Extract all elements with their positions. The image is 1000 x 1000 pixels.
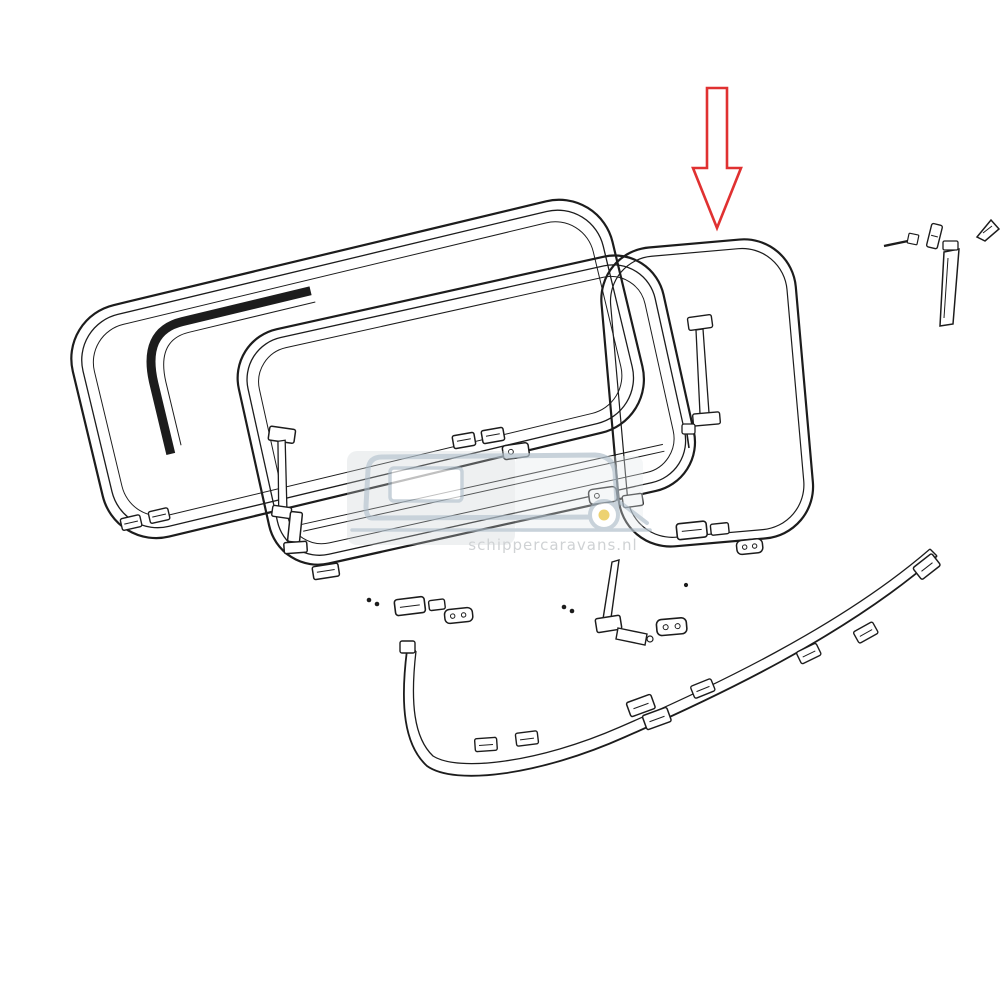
watermark: schippercaravans.nl <box>347 451 652 554</box>
watermark-text: schippercaravans.nl <box>468 536 637 554</box>
watermark-panel-light <box>515 456 643 532</box>
gas-strut-part <box>939 240 960 327</box>
rail-clip-part <box>796 642 822 665</box>
latch-part <box>393 595 446 617</box>
rail-clip-part <box>514 730 540 747</box>
mounting-plate-part <box>655 617 688 637</box>
rail-clip-part <box>473 736 498 753</box>
window-stay-part <box>681 313 722 449</box>
lock-clip-part <box>311 562 341 581</box>
red-arrow-annotation <box>691 86 743 232</box>
screw-part <box>883 232 920 248</box>
window-stay-crank-part <box>594 559 654 646</box>
hinge-clip-part <box>147 507 171 524</box>
rail-clip-part <box>912 553 941 580</box>
outer-window-frame <box>70 198 646 540</box>
screw-dot <box>569 608 575 614</box>
rail-clip-part <box>853 621 879 644</box>
rail-clip-part <box>625 693 656 718</box>
lock-clip-part <box>621 492 644 509</box>
frame-profile-thick-edge <box>146 286 312 455</box>
rail-clip-part <box>690 678 716 699</box>
screw-dot <box>561 604 567 610</box>
corner-wedge-part <box>975 218 1000 242</box>
rail-clip-part <box>641 706 672 731</box>
hinge-clip-part <box>119 514 143 531</box>
bracket-part <box>283 510 309 555</box>
latch-part <box>675 520 730 541</box>
screw-dot <box>366 597 372 603</box>
bracket-part <box>925 222 944 250</box>
screw-dot <box>683 582 689 588</box>
lock-clip-part <box>451 431 477 450</box>
latch-lever-part <box>267 425 297 520</box>
lock-clip-part <box>480 426 506 445</box>
mounting-plate-part <box>443 606 474 625</box>
mounting-plate-part <box>735 538 764 556</box>
watermark-wheel-hub <box>598 509 610 521</box>
screw-dot <box>374 601 380 607</box>
bottom-rail-part <box>399 548 938 777</box>
